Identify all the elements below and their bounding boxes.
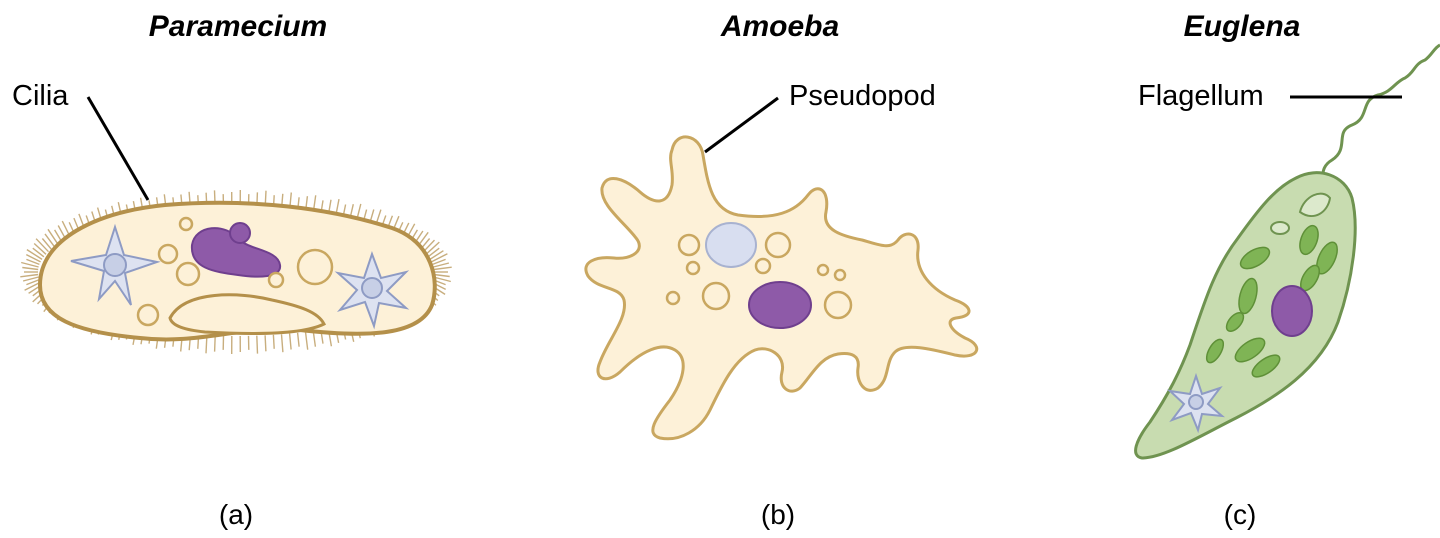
euglena-vacuole (1270, 221, 1290, 235)
contractile-vacuole-left (70, 223, 161, 306)
cilium (280, 334, 284, 353)
pseudopod-leader-line (704, 96, 779, 154)
cilium (264, 335, 267, 352)
cilium (33, 242, 47, 255)
cilium (432, 258, 446, 266)
cilia-leader-line (86, 96, 150, 201)
cilium (47, 228, 59, 245)
euglena-contractile-vacuole (1166, 372, 1226, 434)
paramecium-title: Paramecium (149, 10, 327, 43)
cilium (22, 266, 39, 271)
cilium (312, 330, 317, 347)
cilium (296, 332, 300, 347)
cilium (429, 250, 444, 260)
cilium (25, 253, 41, 263)
euglena-flagellum (1309, 43, 1440, 202)
amoeba-nucleus (748, 281, 812, 329)
cilium (433, 262, 450, 268)
cilium (21, 261, 39, 268)
panel-paramecium: Paramecium Cilia (a) (12, 10, 452, 530)
paramecium-micronucleus (229, 222, 251, 244)
caption-a: (a) (219, 499, 253, 530)
cilium (32, 247, 45, 258)
euglena-title: Euglena (1184, 10, 1301, 43)
cilium (20, 273, 39, 278)
pseudopod-label: Pseudopod (789, 80, 936, 112)
euglena-reservoir (1298, 192, 1332, 217)
panel-amoeba: Amoeba Pseudopod (b) (584, 10, 979, 530)
cilium (35, 238, 50, 253)
cilium (44, 233, 56, 248)
cilium (304, 331, 309, 350)
flagellum-label: Flagellum (1138, 80, 1264, 112)
paramecium-oral-groove (168, 293, 327, 335)
euglena-chloroplasts (1205, 224, 1338, 378)
contractile-vacuole-right (334, 251, 410, 330)
cilium (433, 273, 450, 278)
panel-euglena: Euglena Flagellum (c) (1134, 10, 1440, 530)
cilia-label: Cilia (12, 80, 69, 112)
cilium (22, 276, 39, 282)
cilium (213, 335, 216, 352)
amoeba-contractile-vacuole (705, 222, 757, 268)
cilium (427, 247, 440, 258)
amoeba-title: Amoeba (720, 10, 839, 43)
cilium (425, 241, 440, 255)
cilium (288, 333, 292, 350)
paramecium-macronucleus (190, 227, 282, 278)
cilium (41, 238, 52, 250)
euglena-body (1134, 171, 1357, 460)
amoeba-food-vacuoles (665, 231, 853, 320)
cilium (433, 266, 452, 271)
cilium (26, 258, 40, 266)
euglena-nucleus (1271, 285, 1313, 337)
cilium (272, 334, 275, 349)
caption-b: (b) (761, 499, 795, 530)
cilium (431, 253, 448, 263)
caption-c: (c) (1224, 499, 1257, 530)
cilium (256, 335, 259, 354)
paramecium-food-vacuoles (136, 216, 334, 327)
cilium (26, 249, 43, 260)
cilium (26, 278, 40, 286)
cilium (24, 281, 41, 291)
